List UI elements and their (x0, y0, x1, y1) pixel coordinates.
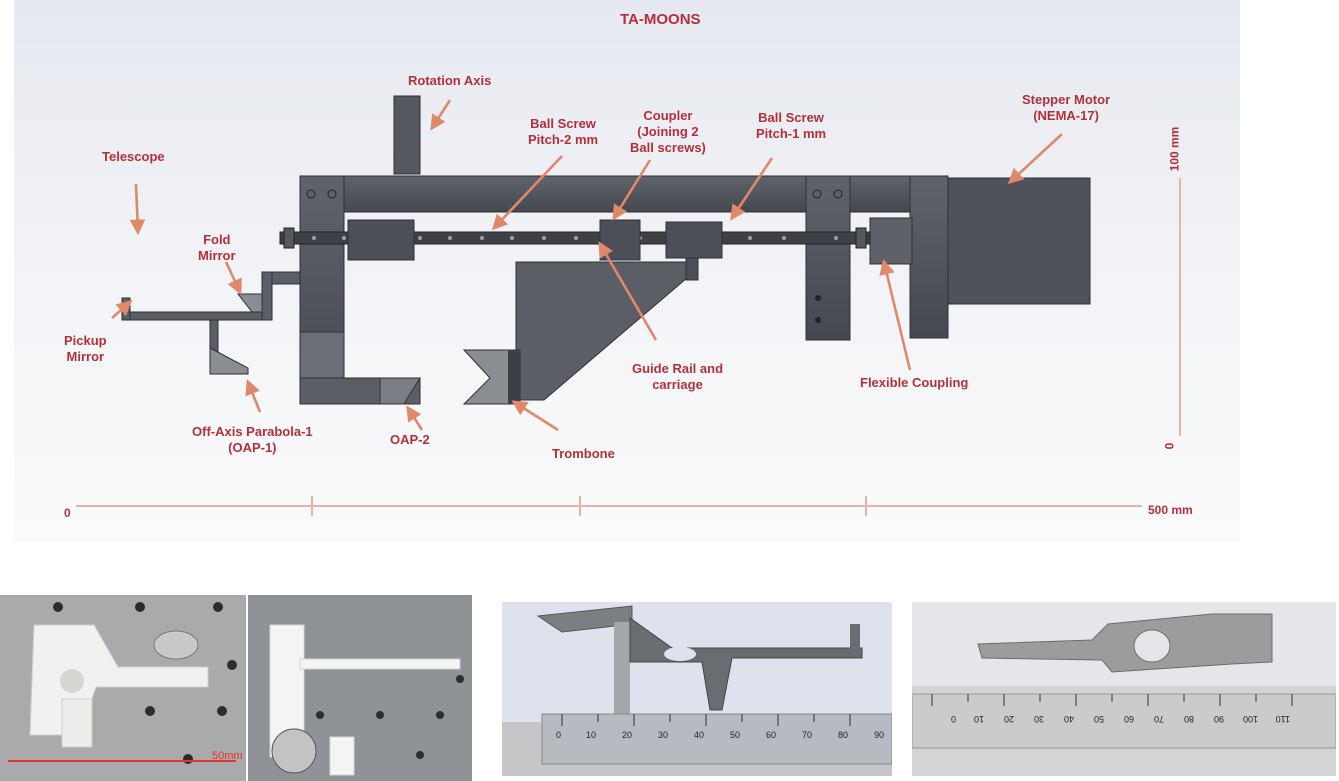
label-stepper-motor: Stepper Motor (NEMA-17) (1022, 92, 1111, 123)
photo1-scale-label: 50mm (212, 750, 243, 762)
ruler-a-tick-6: 60 (766, 730, 776, 740)
ruler-b-tick-7: 40 (1064, 714, 1074, 724)
ruler-a-tick-1: 10 (586, 730, 596, 740)
fold-mirror (236, 293, 263, 313)
label-flexible-coupling: Flexible Coupling (860, 375, 969, 390)
ruler-a-tick-0: 0 (556, 730, 561, 740)
diagram-title: TA-MOONS (620, 11, 701, 28)
ruler-b-tick-3: 80 (1184, 714, 1194, 724)
ruler-b-tick-9: 20 (1004, 714, 1014, 724)
screw-nut-right-end (855, 227, 867, 249)
ruler-a-tick-5: 50 (730, 730, 740, 740)
motor-mount-plate (909, 175, 949, 339)
ruler-b-tick-2: 90 (1214, 714, 1224, 724)
ruler-b-tick-4: 70 (1154, 714, 1164, 724)
label-coupler: Coupler (Joining 2 Ball screws) (630, 108, 706, 155)
stepper-motor-body (947, 177, 1091, 305)
ruler-b-tick-6: 50 (1094, 714, 1104, 724)
ruler-b-tick-8: 30 (1034, 714, 1044, 724)
label-rotation-axis: Rotation Axis (408, 73, 492, 88)
ball-screw-carriage-right (665, 221, 723, 259)
ruler-a-tick-7: 70 (802, 730, 812, 740)
ruler-a-tick-3: 30 (658, 730, 668, 740)
ruler-b-tick-10: 10 (974, 714, 984, 724)
cad-drawing (76, 95, 1181, 516)
pickup-arm (121, 311, 271, 321)
label-fold-mirror: Fold Mirror (198, 232, 236, 263)
label-oap1: Off-Axis Parabola-1 (OAP-1) (192, 424, 313, 455)
ruler-b-tick-5: 60 (1124, 714, 1134, 724)
cad-diagram-panel: TA-MOONS Rotation Axis Telescope Fold Mi… (14, 0, 1240, 541)
photo-metal-part-caliper-1: 0 10 20 30 40 50 60 70 80 90 (502, 602, 892, 776)
label-ball-screw-1mm: Ball Screw Pitch-1 mm (756, 110, 827, 141)
horizontal-scale (76, 496, 1142, 516)
ruler-a-tick-2: 20 (622, 730, 632, 740)
photo-metal-part-caliper-2: 110 100 90 80 70 60 50 40 30 20 10 0 (912, 602, 1336, 776)
h-scale-end: 500 mm (1148, 503, 1193, 517)
ball-screw-carriage-left (347, 219, 415, 261)
ruler-a-tick-9: 90 (874, 730, 884, 740)
v-scale-end: 100 mm (1167, 126, 1182, 172)
oap1-mirror (209, 347, 249, 375)
h-scale-start: 0 (64, 506, 71, 520)
v-scale-start: 0 (1162, 442, 1177, 450)
ruler-b-tick-1: 100 (1243, 714, 1258, 724)
ruler-b-tick-0: 110 (1276, 714, 1290, 724)
label-ball-screw-2mm: Ball Screw Pitch-2 mm (528, 116, 599, 147)
flexible-coupling-body (869, 217, 913, 265)
ruler-a-tick-4: 40 (694, 730, 704, 740)
label-oap2: OAP-2 (390, 432, 430, 447)
callout-arrows (111, 99, 1063, 432)
screw-nut-left-end (283, 227, 295, 249)
label-trombone: Trombone (552, 446, 615, 461)
right-vertical-plate (805, 175, 851, 341)
photo-printed-prototypes: 50mm (0, 595, 472, 781)
ruler-b-tick-11: 0 (951, 714, 956, 724)
label-guide-rail: Guide Rail and carriage (632, 361, 724, 392)
label-telescope: Telescope (102, 149, 165, 164)
rotation-axis-cylinder (393, 95, 421, 175)
ruler-a-tick-8: 80 (838, 730, 848, 740)
label-pickup-mirror: Pickup Mirror (64, 333, 107, 364)
oap2-mirror (379, 377, 421, 405)
